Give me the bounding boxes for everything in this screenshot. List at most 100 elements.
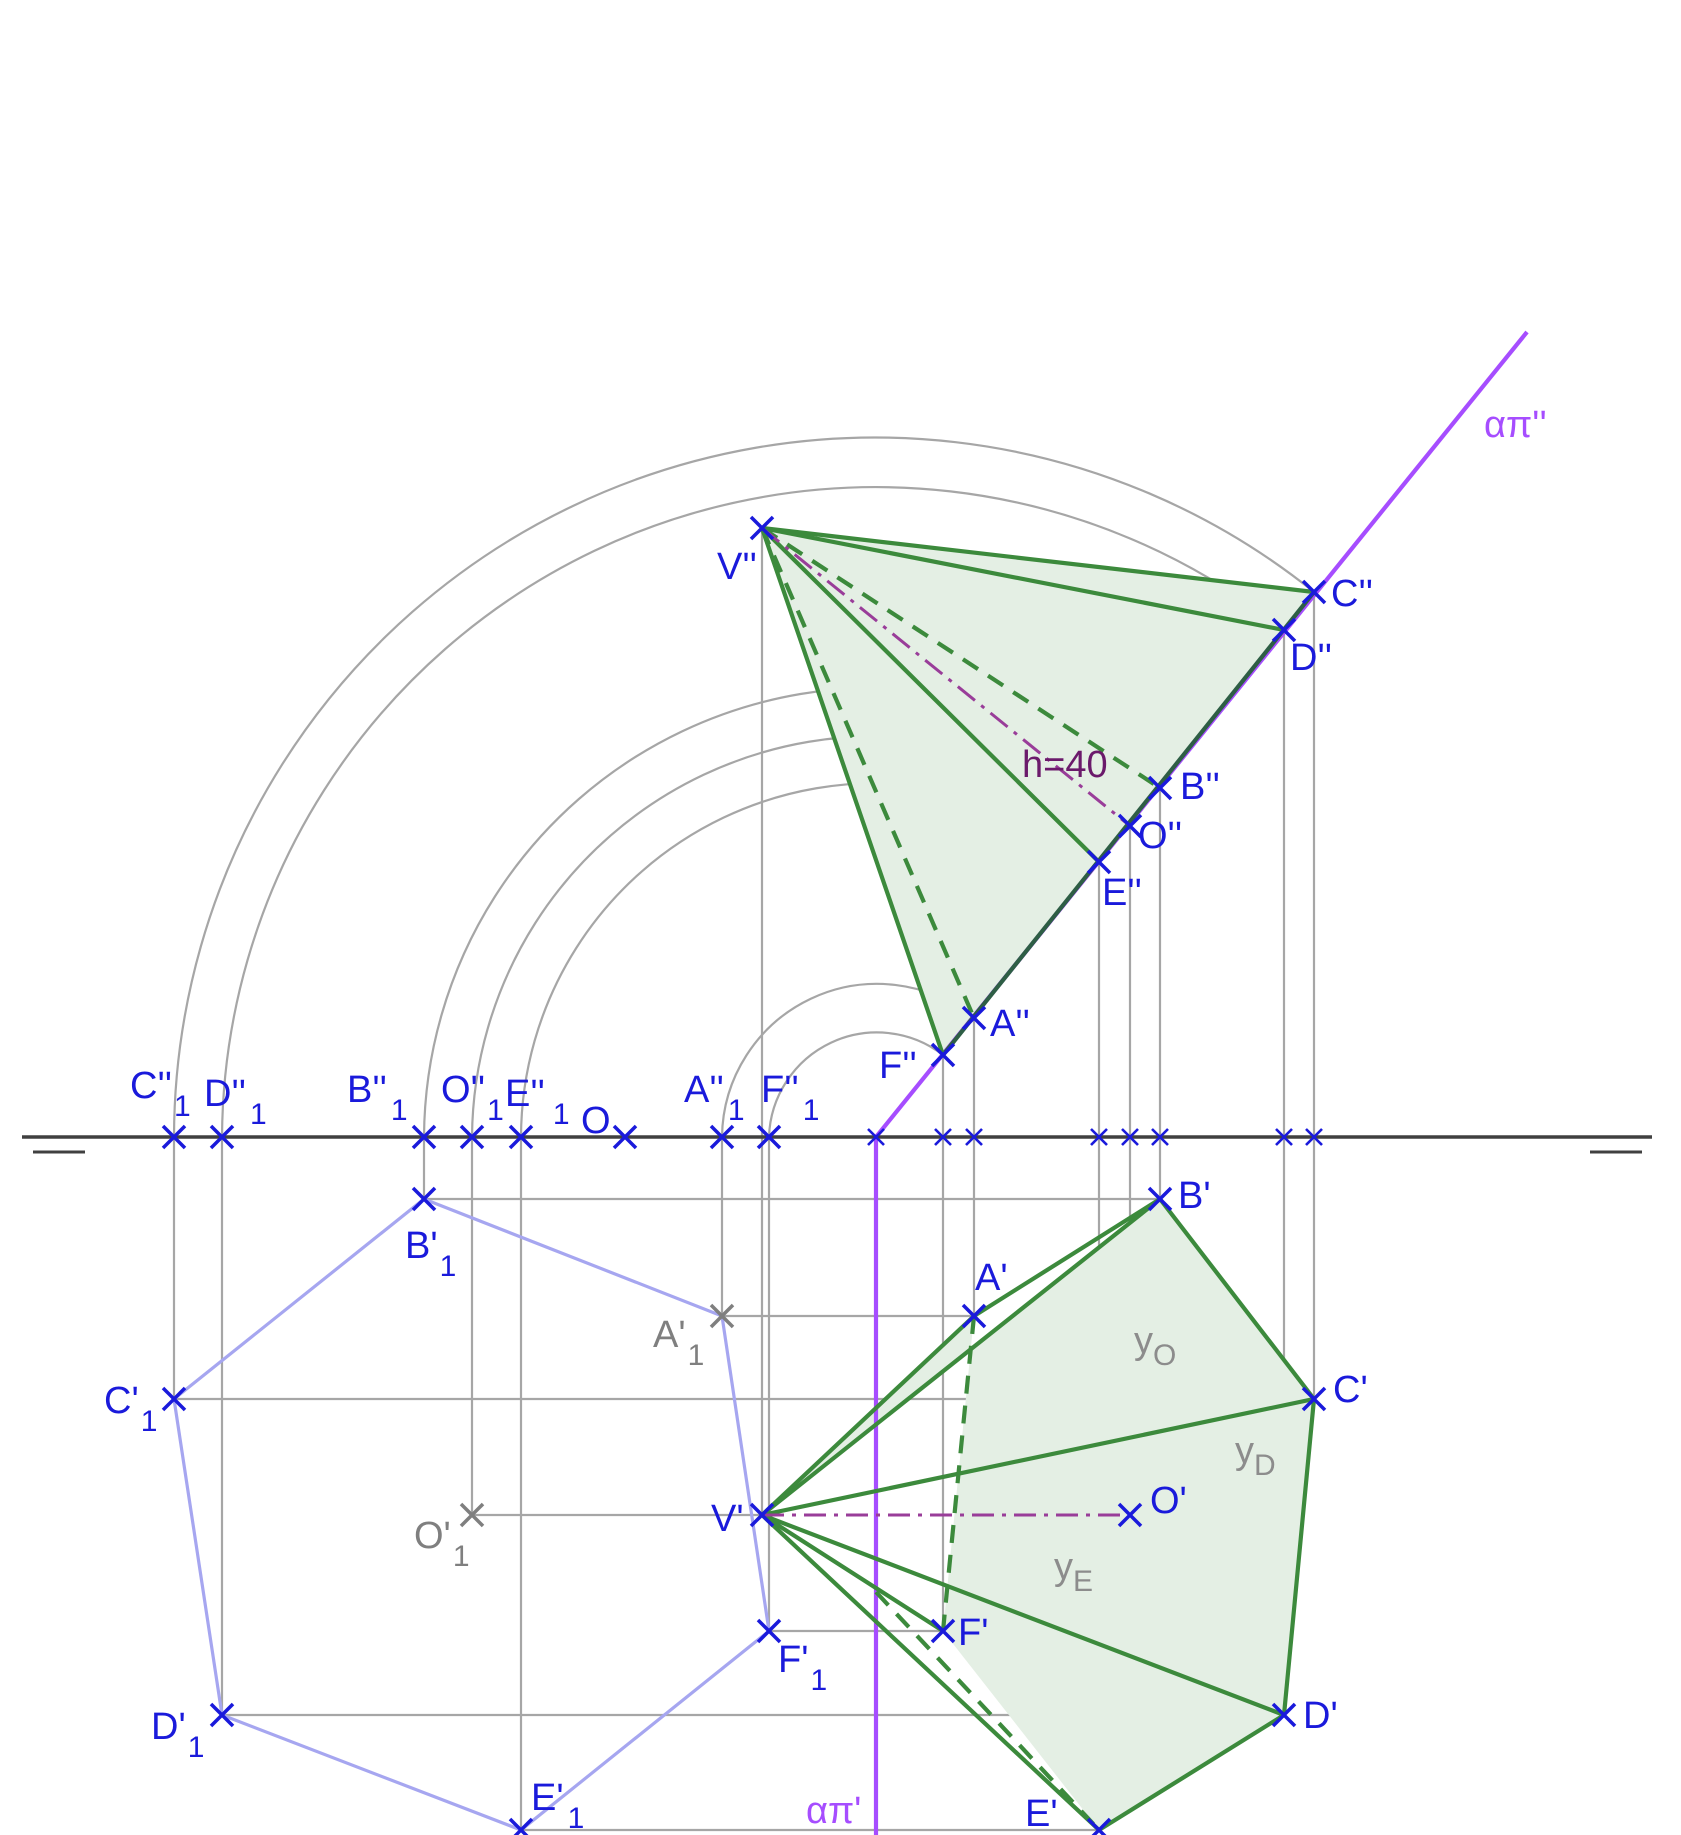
edge-v1-f1 bbox=[759, 1512, 946, 1634]
label-f2-1: F''1 bbox=[761, 1069, 819, 1127]
point-marker-b2-1 bbox=[411, 1124, 437, 1150]
point-marker-gl-7 bbox=[1275, 1128, 1293, 1146]
height-label: h=40 bbox=[1022, 744, 1108, 786]
point-marker-a2 bbox=[961, 1005, 987, 1031]
ground-line bbox=[22, 1135, 1652, 1154]
label-o1-1: O'1 bbox=[414, 1515, 470, 1573]
edge-v1-c1 bbox=[759, 1396, 1317, 1518]
label-d1: D' bbox=[1303, 1695, 1338, 1737]
point-marker-e2 bbox=[1086, 849, 1112, 875]
hidden-edge-v2-b2 bbox=[760, 526, 1162, 790]
edge-v1-b1 bbox=[759, 1196, 1163, 1518]
label-d1-1: D'1 bbox=[151, 1706, 204, 1764]
point-marker-c2-1 bbox=[161, 1124, 187, 1150]
label-v2: V'' bbox=[717, 546, 757, 588]
point-marker-v1 bbox=[749, 1502, 775, 1528]
point-marker-d2 bbox=[1271, 617, 1297, 643]
point-marker-d2-1 bbox=[209, 1124, 235, 1150]
label-b2: B'' bbox=[1180, 766, 1220, 808]
label-e1-1: E'1 bbox=[531, 1777, 584, 1835]
point-marker-o2-1 bbox=[459, 1124, 485, 1150]
edge-v1-d1 bbox=[759, 1512, 1287, 1718]
label-b2-1: B''1 bbox=[347, 1069, 408, 1127]
point-marker-gl-2 bbox=[934, 1128, 952, 1146]
top-view-edges bbox=[759, 1196, 1317, 1833]
label-a1-1: A'1 bbox=[653, 1314, 704, 1372]
front-view-edges bbox=[759, 525, 1317, 1058]
y-e-label: yE bbox=[1054, 1546, 1093, 1598]
point-marker-c2 bbox=[1301, 579, 1327, 605]
label-c1: C' bbox=[1333, 1369, 1368, 1411]
y-o-label: yO bbox=[1134, 1320, 1176, 1372]
point-marker-a2-1 bbox=[709, 1124, 735, 1150]
revolution-arcs bbox=[172, 436, 1315, 1138]
label-f1: F' bbox=[958, 1612, 988, 1654]
edge-v2-c2 bbox=[759, 525, 1317, 595]
base-outline-top-view bbox=[1096, 1196, 1317, 1833]
point-marker-b2 bbox=[1147, 775, 1173, 801]
label-b1-1: B'1 bbox=[405, 1225, 456, 1283]
point-markers bbox=[161, 515, 1327, 1835]
point-marker-gl-5 bbox=[1121, 1128, 1139, 1146]
edge-v1-a1 bbox=[759, 1313, 977, 1518]
point-marker-b1-1 bbox=[411, 1186, 437, 1212]
point-marker-e1-1 bbox=[508, 1817, 534, 1835]
point-marker-c1 bbox=[1301, 1386, 1327, 1412]
label-c1-1: C'1 bbox=[104, 1380, 157, 1438]
label-v1: V' bbox=[711, 1498, 744, 1540]
point-marker-f2 bbox=[930, 1042, 956, 1068]
point-marker-o1-1 bbox=[459, 1502, 485, 1528]
label-o: O bbox=[581, 1100, 611, 1142]
label-e1: E' bbox=[1025, 1793, 1058, 1835]
edge-a1-b1 bbox=[971, 1196, 1163, 1319]
point-marker-gl-3 bbox=[965, 1128, 983, 1146]
arc-d bbox=[220, 486, 1285, 1138]
height-line-front bbox=[761, 526, 1131, 828]
point-marker-f2-1 bbox=[756, 1124, 782, 1150]
point-marker-b1 bbox=[1147, 1186, 1173, 1212]
label-o2-1: O''1 bbox=[441, 1069, 504, 1127]
point-marker-f1 bbox=[930, 1618, 956, 1644]
label-c2-1: C''1 bbox=[130, 1065, 191, 1123]
label-e2: E'' bbox=[1102, 872, 1142, 914]
point-marker-f1-1 bbox=[756, 1618, 782, 1644]
point-marker-o1 bbox=[1117, 1502, 1143, 1528]
point-marker-a1-1 bbox=[709, 1303, 735, 1329]
arc-c bbox=[172, 436, 1315, 1138]
point-marker-gl-1 bbox=[867, 1128, 885, 1146]
label-a1: A' bbox=[975, 1257, 1008, 1299]
label-o1: O' bbox=[1150, 1480, 1187, 1522]
point-marker-c1-1 bbox=[161, 1386, 187, 1412]
label-e2-1: E''1 bbox=[505, 1073, 570, 1131]
point-marker-d1-1 bbox=[209, 1702, 235, 1728]
plane-label-horizontal: απ' bbox=[806, 1790, 861, 1832]
label-b1: B' bbox=[1178, 1175, 1211, 1217]
edge-v2-e2 bbox=[759, 525, 1102, 865]
hidden-edge-f1-e1 bbox=[874, 1590, 1101, 1832]
point-marker-v2 bbox=[749, 515, 775, 541]
label-c2: C'' bbox=[1331, 573, 1373, 615]
label-d2-1: D''1 bbox=[204, 1073, 267, 1131]
annotations: απ'' απ' h=40 yO yD yE bbox=[806, 404, 1547, 1832]
point-marker-o2 bbox=[1117, 813, 1143, 839]
label-d2: D'' bbox=[1290, 637, 1332, 679]
point-marker-gl-6 bbox=[1151, 1128, 1169, 1146]
label-a2-1: A''1 bbox=[684, 1069, 745, 1127]
point-labels: V'' C'' D'' B'' O'' E'' A'' F'' C''1 D''… bbox=[104, 546, 1373, 1835]
edge-v2-f2 bbox=[759, 525, 946, 1058]
y-d-label: yD bbox=[1235, 1430, 1276, 1482]
label-a2: A'' bbox=[990, 1003, 1030, 1045]
arc-f bbox=[767, 1031, 944, 1138]
label-o2: O'' bbox=[1138, 815, 1182, 857]
point-marker-e1 bbox=[1086, 1817, 1112, 1835]
front-view-face bbox=[762, 528, 1314, 1055]
label-f1-1: F'1 bbox=[778, 1639, 827, 1697]
point-marker-a1 bbox=[961, 1303, 987, 1329]
point-marker-d1 bbox=[1271, 1702, 1297, 1728]
point-marker-gl-4 bbox=[1090, 1128, 1108, 1146]
point-marker-e2-1 bbox=[508, 1124, 534, 1150]
edge-v2-d2 bbox=[759, 525, 1287, 633]
point-marker-gl-8 bbox=[1305, 1128, 1323, 1146]
point-marker-o bbox=[612, 1124, 638, 1150]
